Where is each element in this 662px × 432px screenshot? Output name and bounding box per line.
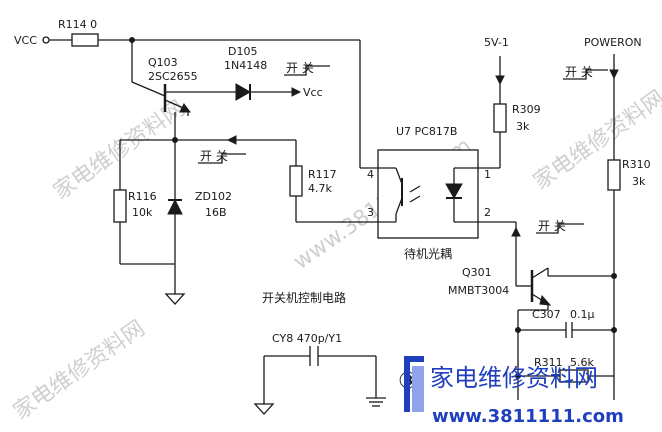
r114-resistor [71,33,99,47]
u7-pin4: 4 [367,168,374,181]
v5-label: 5V-1 [484,36,509,49]
u7-pin1: 1 [484,168,491,181]
circuit-title: 开关机控制电路 [262,290,346,305]
watermark-faint-4: 家电维修资料网 [9,316,150,425]
r116-value: 10k [132,206,153,219]
brand-name: 家电维修资料网 [430,364,598,392]
vcc-in-label: VCC [14,34,37,47]
r310-label: R310 [622,158,651,171]
r311-value: 5.6k [570,356,594,369]
brand-logo [404,356,424,412]
d105-label: D105 [228,45,257,58]
r309-value: 3k [516,120,530,133]
poweron-label: POWERON [584,36,642,49]
zd102-value: 16B [205,206,227,219]
vcc-out-label: Vcc [303,86,323,99]
zd102-label: ZD102 [195,190,232,203]
r116-resistor [113,189,127,223]
r309-label: R309 [512,103,541,116]
q301-part: MMBT3004 [448,284,509,297]
r310-resistor [607,159,621,191]
u7-pin3: 3 [367,206,374,219]
r117-label: R117 [308,168,337,181]
q103-label: Q103 [148,56,178,69]
zd102-zener [167,198,183,215]
kaiguan-label-3: 开 关 [538,219,566,233]
r117-resistor [289,165,303,197]
cy8-label: CY8 470p/Y1 [272,332,342,345]
kaiguan-label-4: 开 关 [565,65,593,79]
ground-2 [253,403,275,415]
q301-label: Q301 [462,266,492,279]
r309-resistor [493,103,507,133]
r116-label: R116 [128,190,157,203]
kaiguan-label-2: 开 关 [200,149,228,163]
brand-url: www.3811111.com [432,406,624,427]
u7-pin2: 2 [484,206,491,219]
ground-1 [164,293,186,305]
standby-opto-label: 待机光耦 [404,247,452,261]
d105-part: 1N4148 [224,59,267,72]
u7-optocoupler [377,149,479,239]
vcc-terminal [42,36,50,44]
d105-diode [235,83,252,101]
q103-part: 2SC2655 [148,70,198,83]
c307-label: C307 [532,308,561,321]
c307-value: 0.1μ [570,308,595,321]
r117-value: 4.7k [308,182,332,195]
u7-label: U7 PC817B [396,125,457,138]
r311-label: R311 [534,356,563,369]
brand-logo-inner [412,366,424,412]
r310-value: 3k [632,175,646,188]
r114-label: R114 0 [58,18,97,31]
kaiguan-label-1: 开 关 [286,61,314,75]
